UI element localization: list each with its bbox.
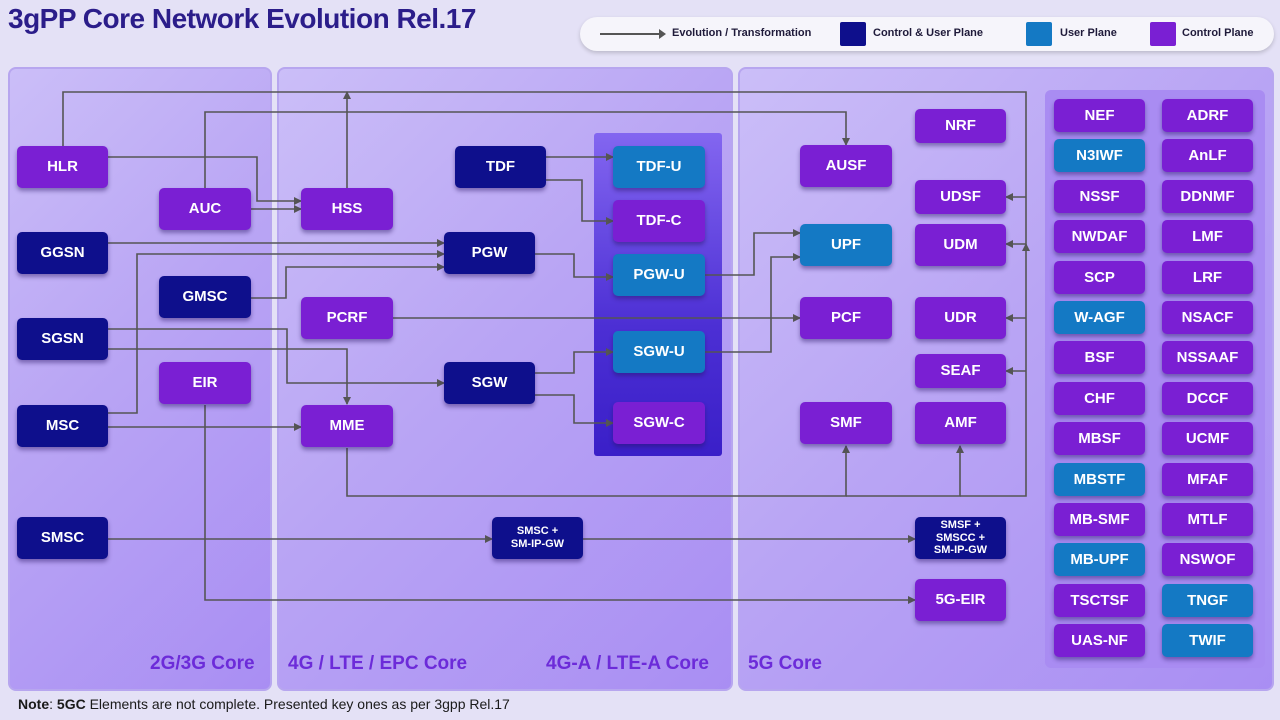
footnote-prefix: Note	[18, 696, 50, 712]
node-5gc-scp[interactable]: SCP	[1054, 261, 1145, 294]
region-label-4g: 4G / LTE / EPC Core	[288, 653, 468, 674]
node-pcrf[interactable]: PCRF	[301, 297, 393, 339]
node-5gc-nwdaf[interactable]: NWDAF	[1054, 220, 1145, 253]
node-5gc-nssf[interactable]: NSSF	[1054, 180, 1145, 213]
legend-swatch-control	[1150, 22, 1176, 46]
node-sgw-c[interactable]: SGW-C	[613, 402, 705, 444]
footnote-sep: :	[49, 696, 57, 712]
legend: Evolution / Transformation Control & Use…	[580, 17, 1274, 51]
link-mme-smf	[346, 445, 850, 497]
node-sgw-u[interactable]: SGW-U	[613, 331, 705, 373]
node-ggsn[interactable]: GGSN	[17, 232, 108, 274]
node-gmsc[interactable]: GMSC	[159, 276, 251, 318]
page-title: 3gPP Core Network Evolution Rel.17	[8, 3, 476, 34]
link-tdf-tdfc	[546, 179, 614, 225]
link-mme-amf	[846, 445, 964, 497]
link-sgw-sgwu	[535, 348, 614, 374]
node-smsc[interactable]: SMSC	[17, 517, 108, 559]
legend-swatch-user	[1026, 22, 1052, 46]
node-5gc-w-agf[interactable]: W-AGF	[1054, 301, 1145, 334]
footnote-bold: 5GC	[56, 696, 86, 712]
node-udr[interactable]: UDR	[915, 297, 1006, 339]
node-5gc-ucmf[interactable]: UCMF	[1162, 422, 1253, 455]
node-5gc-nssaaf[interactable]: NSSAAF	[1162, 341, 1253, 374]
node-5gc-nsacf[interactable]: NSACF	[1162, 301, 1253, 334]
node-smsc-sm-ip-gw[interactable]: SMSC + SM-IP-GW	[492, 517, 583, 559]
link-eir-5geir	[204, 405, 916, 604]
node-5g-eir[interactable]: 5G-EIR	[915, 579, 1006, 621]
link-auc-ausf	[204, 111, 850, 188]
node-5gc-nef[interactable]: NEF	[1054, 99, 1145, 132]
node-ausf[interactable]: AUSF	[800, 145, 892, 187]
node-5gc-ddnmf[interactable]: DDNMF	[1162, 180, 1253, 213]
node-5gc-mfaf[interactable]: MFAF	[1162, 463, 1253, 496]
region-label-2g3g: 2G/3G Core	[150, 653, 255, 674]
node-5gc-mb-upf[interactable]: MB-UPF	[1054, 543, 1145, 576]
link-sgw-sgwc	[535, 394, 614, 427]
node-mme[interactable]: MME	[301, 405, 393, 447]
node-smf[interactable]: SMF	[800, 402, 892, 444]
node-udm[interactable]: UDM	[915, 224, 1006, 266]
node-5gc-nswof[interactable]: NSWOF	[1162, 543, 1253, 576]
legend-label-control: Control Plane	[1182, 27, 1254, 39]
node-5gc-lmf[interactable]: LMF	[1162, 220, 1253, 253]
node-udsf[interactable]: UDSF	[915, 180, 1006, 214]
node-smsf-label: SMSF + SMSCC + SM-IP-GW	[933, 519, 988, 557]
node-5gc-uas-nf[interactable]: UAS-NF	[1054, 624, 1145, 657]
node-smsc-sm-ip-gw-label: SMSC + SM-IP-GW	[510, 525, 565, 550]
legend-swatch-control-user	[840, 22, 866, 46]
node-5gc-dccf[interactable]: DCCF	[1162, 382, 1253, 415]
node-pcf[interactable]: PCF	[800, 297, 892, 339]
legend-label-control-user: Control & User Plane	[873, 27, 984, 39]
node-5gc-chf[interactable]: CHF	[1054, 382, 1145, 415]
link-hlr-hss	[108, 156, 302, 205]
node-tdf[interactable]: TDF	[455, 146, 546, 188]
region-label-4ga: 4G-A / LTE-A Core	[546, 653, 709, 674]
node-5gc-adrf[interactable]: ADRF	[1162, 99, 1253, 132]
footnote-text: Elements are not complete. Presented key…	[85, 696, 510, 712]
node-5gc-lrf[interactable]: LRF	[1162, 261, 1253, 294]
node-auc[interactable]: AUC	[159, 188, 251, 230]
node-pgw-u[interactable]: PGW-U	[613, 254, 705, 296]
node-hss[interactable]: HSS	[301, 188, 393, 230]
node-sgsn[interactable]: SGSN	[17, 318, 108, 360]
node-seaf[interactable]: SEAF	[915, 354, 1006, 388]
legend-label-user: User Plane	[1060, 27, 1117, 39]
node-smsf-smscc-sm-ip-gw[interactable]: SMSF + SMSCC + SM-IP-GW	[915, 517, 1006, 559]
node-pgw[interactable]: PGW	[444, 232, 535, 274]
node-5gc-mtlf[interactable]: MTLF	[1162, 503, 1253, 536]
node-5gc-mbstf[interactable]: MBSTF	[1054, 463, 1145, 496]
node-tdf-c[interactable]: TDF-C	[613, 200, 705, 242]
node-sgw[interactable]: SGW	[444, 362, 535, 404]
node-5gc-n3iwf[interactable]: N3IWF	[1054, 139, 1145, 172]
link-gmsc-pgw	[251, 263, 445, 299]
node-amf[interactable]: AMF	[915, 402, 1006, 444]
link-hub-amf-udm	[960, 243, 1030, 497]
node-5gc-mbsf[interactable]: MBSF	[1054, 422, 1145, 455]
link-pgwu-upf	[705, 229, 801, 276]
node-5gc-anlf[interactable]: AnLF	[1162, 139, 1253, 172]
link-sgsn-sgw	[108, 328, 445, 387]
node-5gc-mb-smf[interactable]: MB-SMF	[1054, 503, 1145, 536]
link-hlr-udm	[62, 91, 1027, 248]
node-tdf-u[interactable]: TDF-U	[613, 146, 705, 188]
link-msc-pgw	[108, 250, 445, 414]
link-pgw-pgwu	[535, 253, 614, 281]
arrow-sample-icon	[600, 29, 666, 39]
link-sgsn-mme	[108, 348, 351, 405]
link-sgwu-upf	[705, 253, 801, 353]
node-eir[interactable]: EIR	[159, 362, 251, 404]
node-5gc-bsf[interactable]: BSF	[1054, 341, 1145, 374]
node-hlr[interactable]: HLR	[17, 146, 108, 188]
node-5gc-tngf[interactable]: TNGF	[1162, 584, 1253, 617]
node-upf[interactable]: UPF	[800, 224, 892, 266]
region-label-5g: 5G Core	[748, 653, 822, 674]
legend-arrow-label: Evolution / Transformation	[672, 27, 812, 39]
node-5gc-tsctsf[interactable]: TSCTSF	[1054, 584, 1145, 617]
node-5gc-twif[interactable]: TWIF	[1162, 624, 1253, 657]
node-nrf[interactable]: NRF	[915, 109, 1006, 143]
footnote: Note: 5GC Elements are not complete. Pre…	[18, 696, 510, 712]
node-msc[interactable]: MSC	[17, 405, 108, 447]
